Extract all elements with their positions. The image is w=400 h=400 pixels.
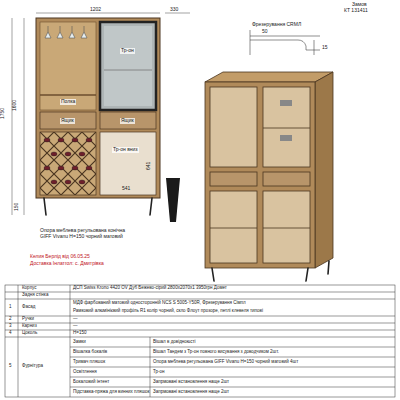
leg-note: Опора меблева регульована конічна GIFF V… <box>40 228 130 239</box>
dimension: 1600 <box>12 100 18 111</box>
table-cell: 3 <box>9 324 12 329</box>
table-cell: Тримач пляшок <box>73 360 105 365</box>
dimension: 150 <box>14 203 20 211</box>
profile-title: Фрезерування CRMЛ <box>252 22 301 28</box>
dimension: 641 <box>146 162 152 170</box>
delivery-note: Келия Берлід від 06.05.25 <box>30 254 90 260</box>
table-cell: Цоколь <box>22 331 37 336</box>
table-cell: — <box>73 324 78 329</box>
table-cell: H=150 <box>73 331 86 336</box>
table-cell: ДСП Swiss Krono 4420 OV Дуб Бежево-сірий… <box>73 286 227 291</box>
table-cell: — <box>73 317 78 322</box>
part-name: Ящик <box>60 118 75 124</box>
table-cell: Корпус <box>22 286 37 291</box>
table-cell: Фурнітура <box>22 364 43 369</box>
part-name: Ящик <box>120 118 135 124</box>
table-cell: Опора меблева регульована GIFF Vivanu H=… <box>153 360 298 365</box>
order-note: Замов <box>352 2 367 8</box>
table-cell: Задня стінка <box>22 293 48 298</box>
part-name: Тр-он <box>120 48 135 54</box>
dimension: 50 <box>262 29 268 35</box>
table-cell: Ручки <box>22 317 34 322</box>
table-cell: Запрмовані встановлення наще 2шт <box>153 390 229 395</box>
order-number: КТ 131411 <box>344 8 368 14</box>
table-cell: Карниз <box>22 324 37 329</box>
table-cell: 2 <box>9 317 12 322</box>
table-cell: Підставка-пряжа для винних пляшок <box>73 390 150 395</box>
table-cell: Рамковий алюмінієвий профіль R1 колір чо… <box>73 309 263 314</box>
table-cell: Фасад <box>22 305 35 310</box>
table-cell: Вішалка бокалів <box>73 350 107 355</box>
table-cell: 5 <box>9 364 12 369</box>
table-cell: Освітлення <box>73 370 97 375</box>
dimension: 1202 <box>90 7 101 13</box>
table-cell: Вішал Тандем з Тр-он повного висування з… <box>153 350 279 355</box>
table-cell: 4 <box>9 331 12 336</box>
dimension: 330 <box>170 7 178 13</box>
dimension: 15 <box>322 45 328 51</box>
part-name: Полка <box>60 99 76 105</box>
dimension: 541 <box>122 186 130 192</box>
table-cell: Вішал в довідноюсті <box>153 340 195 345</box>
table-cell: Бокаловий інтент <box>73 380 109 385</box>
table-cell: Тр-он <box>153 370 165 375</box>
table-cell: Запрмовані встановлення наще 2шт <box>153 380 229 385</box>
delivery-note: Доставка Інлатгол: с. Дмитрівка <box>30 261 104 267</box>
table-cell: Замки <box>73 340 86 345</box>
part-name: Тр-он вниз <box>112 147 139 153</box>
dimension: 1750 <box>0 108 6 119</box>
table-cell: МДФ фарбований матовий односторонній NCS… <box>73 301 246 306</box>
table-cell: 1 <box>9 305 12 310</box>
